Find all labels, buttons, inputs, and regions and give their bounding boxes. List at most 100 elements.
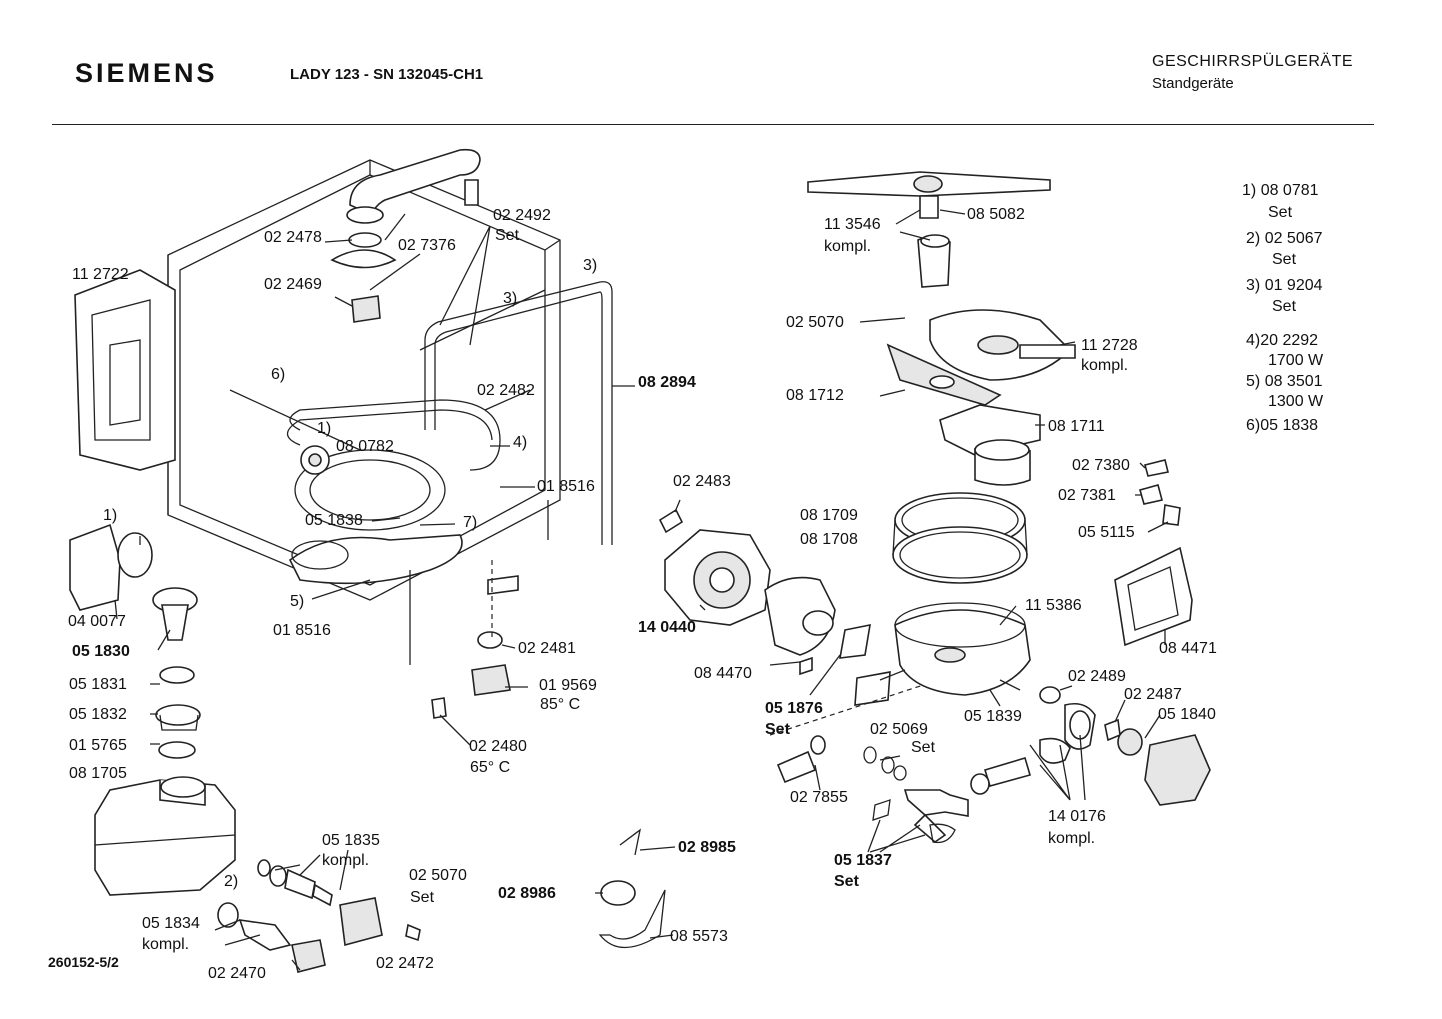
legend-item-note: 1700 W: [1268, 352, 1324, 369]
part-label: 02 7381: [1058, 487, 1116, 504]
part-label: 01 9569: [539, 677, 597, 694]
part-label: 1): [317, 420, 332, 437]
part-label: 08 1705: [69, 765, 127, 782]
legend-item-note: Set: [1272, 251, 1297, 268]
model-number: LADY 123 - SN 132045-CH1: [290, 66, 484, 83]
legend-item: 4)20 2292: [1246, 332, 1319, 349]
part-label: 08 5082: [967, 206, 1025, 223]
part-label: 02 2472: [376, 955, 434, 972]
part-label: 02 2482: [477, 382, 535, 399]
part-label: 02 5070: [786, 314, 844, 331]
sump-housing-drawing: [879, 602, 1031, 696]
part-label: 02 2469: [264, 276, 322, 293]
part-label: kompl.: [322, 852, 370, 869]
part-label: 08 0782: [336, 438, 394, 455]
part-label: 04 0077: [68, 613, 126, 630]
part-label: Set: [911, 739, 936, 756]
part-label: 3): [583, 257, 598, 274]
part-label: kompl.: [1048, 830, 1096, 847]
exploded-view-drawing: [69, 148, 1211, 973]
part-label: 08 1708: [800, 531, 858, 548]
part-label: Set: [410, 889, 435, 906]
part-label: 65° C: [470, 759, 511, 776]
part-label: 02 5070: [409, 867, 467, 884]
legend-item: 3) 01 9204: [1246, 277, 1323, 294]
level-switch-parts-drawing: [217, 859, 421, 973]
inlet-valve-parts-drawing: [863, 686, 1211, 844]
part-label: 05 5115: [1078, 524, 1135, 541]
part-label: 11 2728: [1081, 337, 1138, 354]
coupling-part-drawing: [776, 750, 817, 784]
part-label: 02 2492: [493, 207, 551, 224]
leader-lines: [114, 209, 1169, 971]
upper-spray-pipe-drawing: [349, 148, 481, 217]
header-divider: [52, 124, 1374, 125]
part-label: 14 0440: [638, 619, 696, 636]
control-plate-drawing: [1114, 546, 1193, 647]
part-label: kompl.: [142, 936, 190, 953]
part-label: 02 2483: [673, 473, 731, 490]
part-label: 02 8985: [678, 839, 736, 856]
float-switch-parts-drawing: [598, 828, 666, 948]
part-label: 02 2478: [264, 229, 322, 246]
part-label: 08 4470: [694, 665, 752, 682]
circulation-pipe-drawing: [424, 281, 613, 545]
part-label: 01 8516: [537, 478, 595, 495]
legend-item: 1) 08 0781: [1242, 182, 1319, 199]
legend-item: 6)05 1838: [1246, 417, 1319, 434]
part-label: 02 7376: [398, 237, 456, 254]
part-label: 05 1840: [1158, 706, 1216, 723]
brand-logo: SIEMENS: [75, 58, 218, 88]
thermostat-parts-drawing: [431, 560, 519, 719]
part-label: 11 2722: [72, 266, 129, 283]
part-label: 08 1709: [800, 507, 858, 524]
part-label: 6): [271, 366, 286, 383]
part-label: 02 2481: [518, 640, 576, 657]
legend-item-note: Set: [1268, 204, 1293, 221]
part-label: Set: [834, 873, 859, 890]
part-label: Set: [765, 721, 790, 738]
part-label: 02 2489: [1068, 668, 1126, 685]
part-label: 05 1832: [69, 706, 127, 723]
part-label: 7): [463, 514, 478, 531]
part-label: 08 4471: [1159, 640, 1217, 657]
heater-element-drawing: [289, 399, 501, 471]
part-label: 02 2487: [1124, 686, 1182, 703]
spray-arm-drawing: [807, 171, 1051, 288]
part-label: 2): [224, 873, 239, 890]
part-label: 02 5069: [870, 721, 928, 738]
part-label: 4): [513, 434, 528, 451]
pump-motor-drawing: [658, 508, 1001, 736]
part-label: 08 2894: [638, 374, 696, 391]
water-softener-parts-drawing: [69, 523, 236, 896]
part-label: 5): [290, 593, 305, 610]
part-label: 1): [103, 507, 118, 524]
part-label: 08 5573: [670, 928, 728, 945]
part-label: 14 0176: [1048, 808, 1106, 825]
legend-item: 5) 08 3501: [1246, 373, 1323, 390]
subcategory-title: Standgeräte: [1152, 75, 1234, 92]
part-label: 02 2480: [469, 738, 527, 755]
legend-item-note: Set: [1272, 298, 1297, 315]
part-label: 85° C: [540, 696, 581, 713]
part-label: 02 8986: [498, 885, 556, 902]
part-label: 02 7380: [1072, 457, 1130, 474]
part-label: kompl.: [1081, 357, 1129, 374]
part-label: 08 1711: [1048, 418, 1105, 435]
hinge-panel-drawing: [74, 269, 176, 471]
category-title: GESCHIRRSPÜLGERÄTE: [1152, 53, 1354, 70]
part-label: 05 1834: [142, 915, 200, 932]
legend-item: 2) 02 5067: [1246, 230, 1323, 247]
filter-assembly-drawing: [886, 309, 1076, 486]
part-label: kompl.: [824, 238, 872, 255]
legend-item-note: 1300 W: [1268, 393, 1324, 410]
tub-cabinet-drawing: [167, 159, 561, 665]
part-label: 05 1876: [765, 700, 823, 717]
part-label: 05 1839: [964, 708, 1022, 725]
part-label: 02 7855: [790, 789, 848, 806]
part-label: 05 1831: [69, 676, 127, 693]
part-label: 01 5765: [69, 737, 127, 754]
part-label: 05 1835: [322, 832, 380, 849]
part-label: 3): [503, 290, 518, 307]
